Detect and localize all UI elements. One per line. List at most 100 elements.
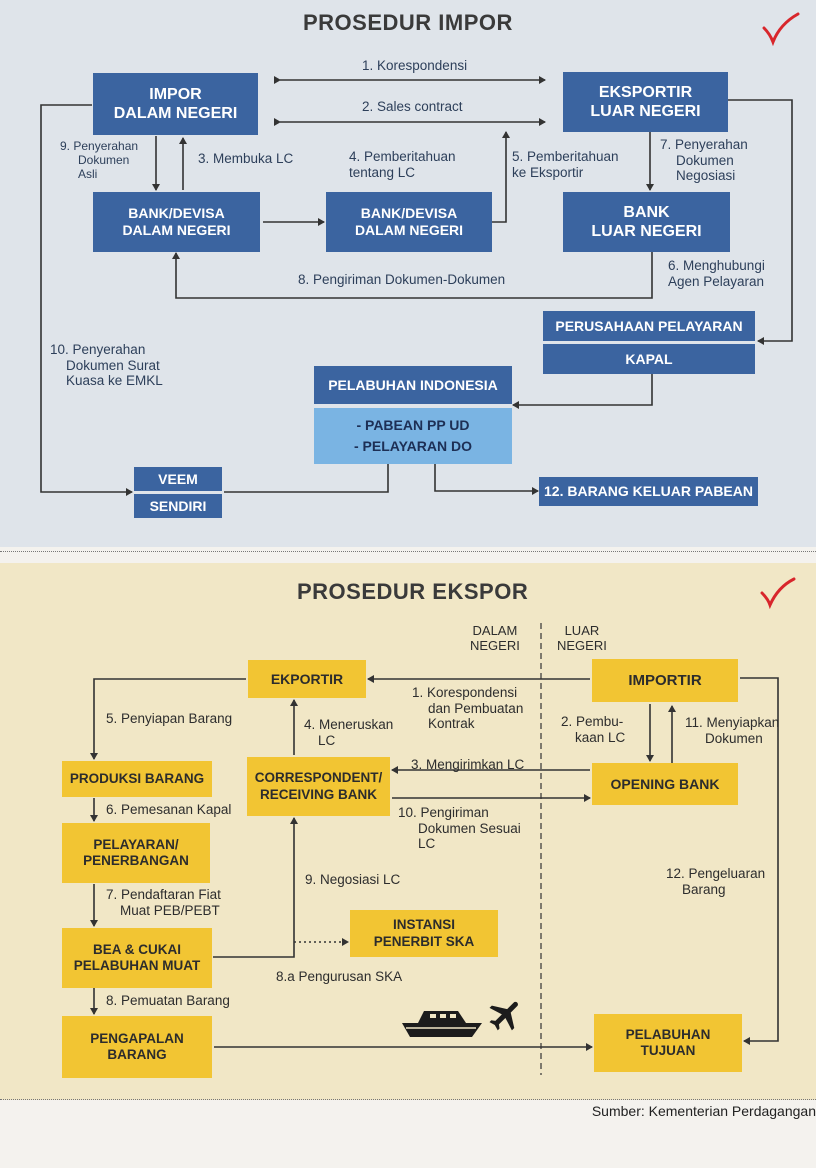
box-line: BANK/DEVISA — [128, 205, 225, 222]
ekspor-connectors — [90, 623, 779, 1075]
box-line: PENERBIT SKA — [373, 933, 475, 949]
box-line: RECEIVING BANK — [259, 786, 377, 802]
impor-panel: PROSEDUR IMPOR IMPOR DALAM NEGERI EKSPOR… — [0, 0, 816, 547]
impor-connectors — [40, 76, 793, 496]
box-line: PELABUHAN — [625, 1026, 711, 1042]
label-line: Asli — [78, 166, 98, 181]
label-line: 10. Penyerahan — [50, 342, 146, 357]
step-10-label: 10. Pengiriman Dokumen Sesuai LC — [398, 805, 521, 852]
bank-devisa-dalam-negeri-box-1: BANK/DEVISA DALAM NEGERI — [93, 192, 260, 252]
label-line: dan Pembuatan — [428, 700, 524, 716]
box-line: PENERBANGAN — [83, 853, 189, 868]
ekspor-panel: PROSEDUR EKSPOR DALAM NEGERI LUAR NEGERI… — [0, 563, 816, 1100]
label-line: kaan LC — [575, 729, 626, 745]
step-7-label: 7. Pendaftaran Fiat Muat PEB/PEBT — [106, 887, 221, 918]
zone-luar-negeri: LUAR NEGERI — [557, 623, 607, 654]
step-4-label: 4. Pemberitahuan tentang LC — [349, 149, 456, 180]
checkmark-icon — [760, 577, 796, 609]
label-line: DALAM — [472, 623, 518, 638]
ekspor-title: PROSEDUR EKSPOR — [297, 579, 529, 604]
label-line: LUAR — [564, 623, 600, 638]
step-5-label: 5. Penyiapan Barang — [106, 711, 233, 726]
instansi-penerbit-ska-box: INSTANSI PENERBIT SKA — [350, 910, 498, 957]
label-line: 4. Meneruskan — [304, 717, 394, 732]
label-line: NEGERI — [470, 637, 520, 653]
box-line: EKSPORTIR — [598, 83, 693, 101]
produksi-barang-box: PRODUKSI BARANG — [62, 761, 212, 797]
box-line: LUAR NEGERI — [591, 223, 702, 240]
step-8a-label: 8.a Pengurusan SKA — [276, 969, 403, 984]
box-line: BARANG — [107, 1047, 167, 1062]
box-line: DALAM NEGERI — [113, 105, 238, 122]
label-line: Barang — [682, 881, 726, 897]
step-12-label: 12. Pengeluaran Barang — [666, 866, 765, 897]
label-line: 6. Menghubungi — [668, 258, 765, 273]
sendiri-box: SENDIRI — [134, 494, 222, 518]
box-line: CORRESPONDENT/ — [254, 770, 383, 786]
zone-dalam-negeri: DALAM NEGERI — [470, 623, 520, 654]
divider — [0, 1099, 816, 1100]
label-line: Dokumen — [78, 152, 130, 167]
box-line: PELABUHAN MUAT — [73, 958, 201, 973]
label-line: 1. Korespondensi — [412, 685, 518, 700]
bank-devisa-dalam-negeri-box-2: BANK/DEVISA DALAM NEGERI — [326, 192, 492, 252]
step-3-label: 3. Membuka LC — [198, 151, 294, 166]
label-line: 11. Menyiapkan — [685, 715, 780, 730]
pelabuhan-indonesia-box: PELABUHAN INDONESIA — [314, 366, 512, 404]
box-line: BANK — [623, 203, 670, 221]
step-3-label: 3. Mengirimkan LC — [411, 757, 525, 772]
perusahaan-pelayaran-box: PERUSAHAAN PELAYARAN — [543, 311, 755, 341]
step-10-label: 10. Penyerahan Dokumen Surat Kuasa ke EM… — [50, 342, 163, 389]
label-line: Muat PEB/PEBT — [120, 902, 220, 918]
label-line: Kuasa ke EMKL — [66, 373, 163, 389]
label-line: 7. Penyerahan — [660, 137, 748, 152]
box-line: DALAM NEGERI — [354, 222, 464, 238]
airplane-icon — [489, 1001, 518, 1031]
label-line: 4. Pemberitahuan — [349, 149, 456, 164]
impor-title: PROSEDUR IMPOR — [303, 10, 513, 35]
bank-luar-negeri-box: BANK LUAR NEGERI — [563, 192, 730, 252]
label-line: 12. Pengeluaran — [666, 866, 766, 881]
box-line: PENGAPALAN — [90, 1030, 184, 1046]
box-line: LUAR NEGERI — [590, 103, 701, 120]
barang-keluar-pabean-box: 12. BARANG KELUAR PABEAN — [539, 477, 758, 506]
label-line: Dokumen — [676, 152, 734, 168]
ship-icon — [402, 1011, 482, 1037]
step-7-label: 7. Penyerahan Dokumen Negosiasi — [660, 137, 748, 184]
box-line: INSTANSI — [392, 917, 455, 933]
box-line: BEA & CUKAI — [92, 941, 181, 957]
correspondent-receiving-bank-box: CORRESPONDENT/ RECEIVING BANK — [247, 757, 390, 816]
importir-box: IMPORTIR — [592, 659, 738, 702]
step-5-label: 5. Pemberitahuan ke Eksportir — [512, 149, 619, 180]
step-9-label: 9. Penyerahan Dokumen Asli — [60, 139, 139, 181]
box-line: PELAYARAN/ — [93, 836, 179, 852]
step-9-label: 9. Negosiasi LC — [305, 872, 401, 887]
impor-dalam-negeri-box: IMPOR DALAM NEGERI — [93, 73, 258, 135]
label-line: Dokumen Surat — [66, 357, 160, 373]
bea-cukai-pelabuhan-muat-box: BEA & CUKAI PELABUHAN MUAT — [62, 928, 212, 988]
label-line: 2. Pembu- — [561, 714, 624, 729]
label-line: Kontrak — [428, 716, 475, 732]
label-line: NEGERI — [557, 637, 607, 653]
label-line: LC — [418, 836, 436, 852]
label-line: 7. Pendaftaran Fiat — [106, 887, 221, 902]
label-line: tentang LC — [349, 164, 416, 180]
kapal-box: KAPAL — [543, 344, 755, 374]
pelayaran-penerbangan-box: PELAYARAN/ PENERBANGAN — [62, 823, 210, 883]
opening-bank-box: OPENING BANK — [592, 763, 738, 805]
step-6-label: 6. Menghubungi Agen Pelayaran — [668, 258, 765, 289]
step-2-label: 2. Sales contract — [362, 99, 463, 114]
step-8-label: 8. Pemuatan Barang — [106, 993, 230, 1008]
label-line: 9. Penyerahan — [60, 139, 139, 153]
pabean-pelayaran-box: - PABEAN PP UD - PELAYARAN DO — [314, 408, 512, 464]
box-line: BANK/DEVISA — [360, 205, 458, 222]
label-line: Agen Pelayaran — [668, 273, 765, 289]
step-1-label: 1. Korespondensi — [362, 58, 468, 73]
eksportir-luar-negeri-box: EKSPORTIR LUAR NEGERI — [563, 72, 728, 132]
label-line: LC — [318, 732, 336, 748]
veem-box: VEEM — [134, 467, 222, 491]
label-line: Dokumen — [705, 730, 763, 746]
box-line: DALAM NEGERI — [122, 222, 231, 238]
label-line: Negosiasi — [676, 168, 736, 184]
label-line: ke Eksportir — [512, 164, 584, 180]
